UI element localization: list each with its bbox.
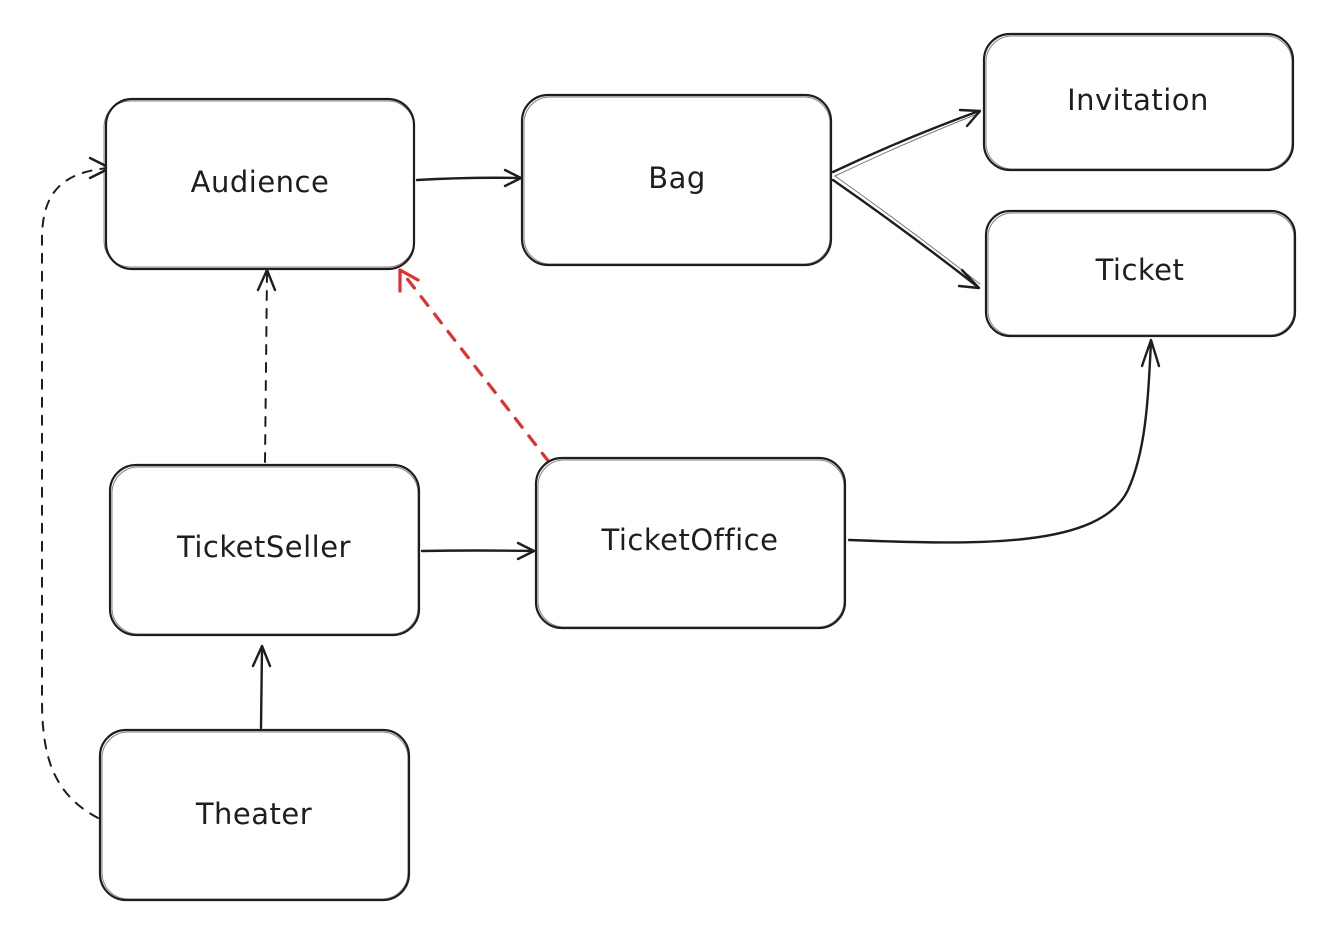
node-label-ticket: Ticket — [1095, 253, 1185, 287]
node-bag[interactable]: Bag — [520, 93, 833, 267]
node-label-theater: Theater — [195, 797, 312, 831]
edge-ticketseller-audience — [256, 268, 277, 463]
node-ticket[interactable]: Ticket — [984, 209, 1297, 338]
edge-ticketoffice-audience — [398, 268, 551, 464]
edge-ticketseller-ticketoffice — [420, 541, 536, 561]
node-label-bag: Bag — [648, 161, 706, 195]
edge-theater-audience — [41, 156, 112, 819]
edge-bag-ticket — [831, 175, 981, 290]
node-label-ticketseller: TicketSeller — [176, 530, 351, 564]
node-theater[interactable]: Theater — [98, 728, 411, 902]
nodes: Audience Bag Invitation Ticket TicketSel… — [98, 32, 1297, 902]
node-invitation[interactable]: Invitation — [982, 32, 1295, 172]
edge-ticketoffice-ticket — [847, 338, 1161, 544]
node-label-ticketoffice: TicketOffice — [601, 523, 779, 557]
edges — [41, 108, 1161, 819]
edge-bag-invitation — [831, 108, 982, 177]
node-ticketoffice[interactable]: TicketOffice — [534, 456, 847, 630]
node-label-invitation: Invitation — [1067, 83, 1209, 117]
edge-theater-ticketseller — [251, 644, 272, 730]
node-audience[interactable]: Audience — [103, 97, 416, 271]
edge-audience-bag — [415, 168, 523, 188]
node-label-audience: Audience — [191, 165, 330, 199]
node-ticketseller[interactable]: TicketSeller — [108, 463, 421, 637]
